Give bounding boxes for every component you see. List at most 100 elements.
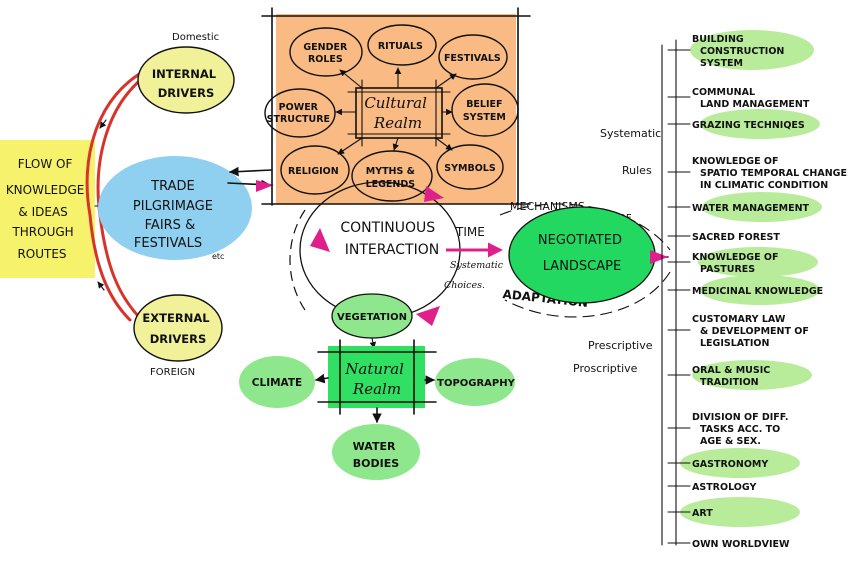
cultural-realm-panel (276, 14, 516, 204)
religion-bubble (280, 145, 350, 195)
trade-line-1: TRADE (150, 179, 195, 194)
rule-highlight (698, 247, 818, 277)
pink-arrowhead-loop-top (424, 186, 444, 202)
rule-label: BUILDING (692, 34, 744, 45)
natural-line-1: Natural (344, 360, 404, 378)
svg-text:WATER BODIES: WATER BODIES (353, 440, 400, 470)
rule-highlight (680, 448, 800, 478)
rule-label: TASKS ACC. TO (700, 424, 780, 435)
choices-line-2: Choices. (444, 280, 485, 291)
rule-label: CONSTRUCTION (700, 46, 784, 57)
flow-line-2: KNOWLEDGE (6, 183, 85, 197)
festivals-bubble (438, 34, 508, 80)
cultural-center-box (355, 87, 443, 139)
rule-label: ART (692, 508, 713, 519)
rule-item: GRAZING TECHNIQES (667, 109, 820, 139)
myths-bubble (351, 150, 433, 202)
rule-label: WATER MANAGEMENT (692, 203, 810, 214)
rule-label: ASTROLOGY (692, 482, 756, 493)
rule-label: KNOWLEDGE OF (692, 252, 778, 263)
trade-line-4: FESTIVALS (134, 236, 202, 251)
internal-line-2: DRIVERS (158, 86, 215, 100)
rituals-label: RITUALS (378, 41, 423, 52)
foreign-label: FOREIGN (150, 367, 195, 378)
topography-label: TOPOGRAPHY (437, 378, 515, 389)
rule-label: CUSTOMARY LAW (692, 314, 786, 325)
rule-label: MEDICINAL KNOWLEDGE (692, 286, 823, 297)
trade-line-2: PILGRIMAGE (133, 199, 213, 214)
belief-line-2: SYSTEM (463, 112, 506, 123)
flow-line-1: FLOW OF (18, 157, 73, 171)
rule-item: WATER MANAGEMENT (667, 192, 822, 222)
gender-roles-bubble (289, 27, 363, 77)
rule-highlight (702, 192, 822, 222)
rule-label: KNOWLEDGE OF (692, 156, 778, 167)
svg-text:NEGOTIATED LANDSCAPE: NEGOTIATED LANDSCAPE (538, 233, 626, 274)
rule-label: SPATIO TEMPORAL CHANGE (700, 168, 847, 179)
rule-label: DIVISION OF DIFF. (692, 412, 789, 423)
rule-highlight (700, 275, 820, 305)
climate-node (239, 356, 315, 408)
rule-label: IN CLIMATIC CONDITION (700, 180, 828, 191)
pink-arrowhead-right (650, 250, 668, 264)
rule-highlight (680, 497, 800, 527)
flow-knowledge-box (0, 140, 95, 278)
belief-line-1: BELIEF (466, 99, 502, 110)
symbols-label: SYMBOLS (444, 163, 496, 174)
pink-arrowhead-left (256, 180, 274, 192)
rule-label: & DEVELOPMENT OF (700, 326, 809, 337)
rule-label: GRAZING TECHNIQES (692, 120, 805, 131)
rule-item: MEDICINAL KNOWLEDGE (667, 275, 823, 305)
myths-line-1: MYTHS & (366, 166, 415, 177)
power-structure-bubble (264, 88, 336, 138)
rule-item: ART (667, 497, 800, 527)
religion-label: RELIGION (288, 166, 339, 177)
trade-line-3: FAIRS & (145, 218, 196, 233)
rule-item: ASTROLOGY (667, 482, 756, 493)
negotiated-line-1: NEGOTIATED (538, 233, 622, 248)
rule-label: GASTRONOMY (692, 459, 768, 470)
rule-highlight (700, 109, 820, 139)
flow-line-5: ROUTES (17, 247, 66, 261)
svg-text:FLOW OF KNOWLEDGE & ID: FLOW OF KNOWLEDGE & IDEAS THROUGH ROUTES (6, 157, 88, 261)
svg-text:Cultural Realm: Cultural Realm (364, 94, 431, 132)
vegetation-label: VEGETATION (337, 312, 407, 323)
topography-node (435, 358, 515, 406)
trade-etc: etc (212, 252, 224, 261)
pink-arrowhead-loop-bottom (416, 306, 440, 326)
svg-text:CONTINUOUS INTERACTION: CONTINUOUS INTERACTION (340, 220, 439, 258)
prescriptive-line-2: Proscriptive (573, 362, 638, 375)
rule-label: AGE & SEX. (700, 436, 761, 447)
cultural-line-2: Realm (373, 114, 422, 132)
gender-line-2: ROLES (308, 54, 343, 65)
svg-text:GENDER ROLES RITUALS: GENDER ROLES RITUALS FESTIVALS POWER STR… (267, 41, 509, 190)
interaction-line-1: CONTINUOUS (340, 220, 435, 236)
gender-line-1: GENDER (303, 42, 348, 53)
rule-item: OWN WORLDVIEW (667, 539, 790, 550)
svg-text:TRADE PILGRIMAGE FAIRS: TRADE PILGRIMAGE FAIRS & FESTIVALS (133, 179, 217, 251)
rule-item: SACRED FOREST (667, 232, 780, 243)
rules-spine (661, 39, 677, 546)
rule-label: PASTURES (700, 264, 755, 275)
domestic-label: Domestic (172, 32, 219, 43)
climate-label: CLIMATE (252, 377, 302, 389)
rule-item: GASTRONOMY (667, 448, 800, 478)
external-line-1: EXTERNAL (142, 311, 210, 325)
rituals-bubble (367, 24, 437, 66)
trade-pilgrimage-node (98, 156, 252, 260)
negotiated-line-2: LANDSCAPE (543, 259, 621, 274)
rule-label: ORAL & MUSIC (692, 365, 770, 376)
power-line-1: POWER (279, 102, 319, 113)
svg-text:INTERNAL DRIVERS: INTERNAL DRIVERS (152, 67, 220, 100)
external-drivers-node (133, 294, 223, 362)
external-line-2: DRIVERS (150, 332, 207, 346)
